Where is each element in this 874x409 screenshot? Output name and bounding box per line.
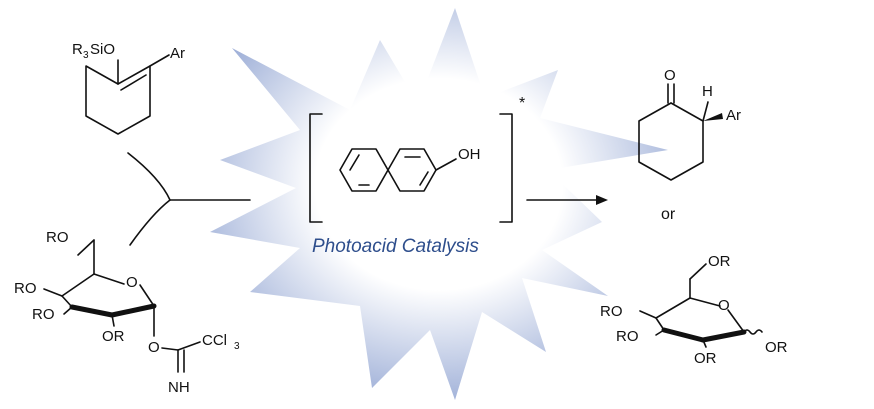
ar-label-right: Ar bbox=[726, 107, 741, 124]
or-label-top-right: OR bbox=[708, 253, 731, 270]
excited-state-asterisk: * bbox=[519, 95, 525, 112]
link-oxygen: O bbox=[148, 339, 160, 356]
or-label-anomeric: OR bbox=[765, 339, 788, 356]
ketone-product: O H Ar bbox=[638, 67, 741, 181]
naphthol-catalyst: OH * bbox=[309, 95, 525, 223]
ring-oxygen-right: O bbox=[718, 297, 730, 314]
ccl3-label: CCl bbox=[202, 332, 227, 349]
h-label: H bbox=[702, 83, 713, 100]
glycoside-product: OR RO RO O OR OR bbox=[600, 253, 788, 367]
sio-label: SiO bbox=[90, 41, 115, 58]
or-label-bottom-right: OR bbox=[694, 350, 717, 367]
nh-label: NH bbox=[168, 379, 190, 396]
ro-label-mid: RO bbox=[32, 306, 55, 323]
ro-label-left-right: RO bbox=[600, 303, 623, 320]
ro-label-top: RO bbox=[46, 229, 69, 246]
converging-arrow bbox=[127, 152, 251, 246]
bracket-right bbox=[499, 113, 513, 223]
or-label-bottom-left: OR bbox=[102, 328, 125, 345]
ring-oxygen-left: O bbox=[126, 274, 138, 291]
r3-label: R bbox=[72, 41, 83, 58]
r3-subscript: 3 bbox=[83, 50, 89, 61]
ccl3-subscript: 3 bbox=[234, 341, 240, 352]
glycosyl-imidate: RO RO RO O OR O CCl 3 NH bbox=[14, 229, 240, 396]
bracket-left bbox=[309, 113, 323, 223]
silyl-enol-ether: R 3 SiO Ar bbox=[72, 41, 185, 135]
photo-burst bbox=[210, 8, 668, 400]
ro-label-mid-right: RO bbox=[616, 328, 639, 345]
ro-label-left: RO bbox=[14, 280, 37, 297]
ar-label-left: Ar bbox=[170, 45, 185, 62]
reaction-arrow bbox=[526, 195, 608, 205]
catalysis-caption: Photoacid Catalysis bbox=[312, 236, 479, 257]
or-connector: or bbox=[661, 206, 676, 223]
ketone-oxygen: O bbox=[664, 67, 676, 84]
oh-label: OH bbox=[458, 146, 481, 163]
